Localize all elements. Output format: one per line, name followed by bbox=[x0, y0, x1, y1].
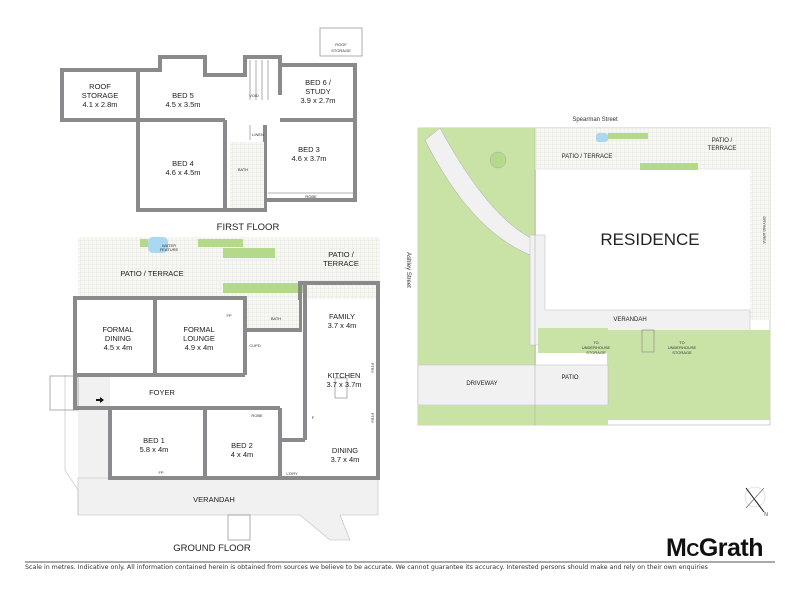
site-label: PATIO / TERRACE bbox=[562, 154, 613, 160]
site-label: STORAGE bbox=[586, 350, 606, 355]
drying-area bbox=[750, 128, 770, 320]
room-size: 4.6 x 4.5m bbox=[165, 168, 200, 177]
room-size: 4.5 x 3.5m bbox=[165, 100, 200, 109]
planter-beds bbox=[140, 239, 303, 293]
site-label: PATIO / bbox=[712, 138, 733, 144]
room-label: BED 5 bbox=[172, 91, 194, 100]
first-floor-title: FIRST FLOOR bbox=[217, 222, 280, 233]
room-label: TERRACE bbox=[323, 259, 359, 268]
room-label: CUPD bbox=[249, 343, 260, 348]
room-label: BED 2 bbox=[231, 441, 253, 450]
site-label: DRYING AREA bbox=[762, 216, 767, 244]
site-label: STORAGE bbox=[672, 350, 692, 355]
room-size: 3.9 x 2.7m bbox=[300, 96, 335, 105]
compass-icon: N bbox=[744, 486, 768, 518]
room-label: FP bbox=[158, 470, 163, 475]
room-label: BATH bbox=[271, 316, 281, 321]
room-label: ROOF bbox=[89, 82, 111, 91]
residence-label: RESIDENCE bbox=[600, 230, 699, 249]
room-label: DINING bbox=[332, 446, 358, 455]
room-label: PTRY bbox=[370, 363, 375, 374]
room-label: STORAGE bbox=[331, 48, 351, 53]
site-label: DRIVEWAY bbox=[466, 381, 497, 387]
street-name-top: Spearman Street bbox=[572, 117, 618, 123]
site-label: UNDERHOUSE bbox=[582, 345, 611, 350]
room-size: 4 x 4m bbox=[231, 450, 254, 459]
verandah-area bbox=[77, 477, 379, 541]
room-size: 4.6 x 3.7m bbox=[291, 154, 326, 163]
room-label: FORMAL bbox=[102, 325, 133, 334]
room-label: WATER bbox=[162, 243, 176, 248]
room-label: VERANDAH bbox=[193, 495, 235, 504]
room-label: BATH bbox=[238, 167, 248, 172]
first-floor-bath-tiles bbox=[230, 142, 264, 208]
residence-footprint bbox=[545, 170, 750, 310]
room-label: FAMILY bbox=[329, 312, 355, 321]
site-label: TO bbox=[679, 340, 684, 345]
ground-bath-tiles bbox=[247, 300, 299, 328]
room-label: FEATURE bbox=[160, 247, 179, 252]
room-label: ROOF bbox=[335, 42, 347, 47]
ground-floor-plan: WATER FEATURE PATIO / TERRACE PATIO / TE… bbox=[49, 237, 380, 554]
room-size: 3.7 x 4m bbox=[331, 455, 360, 464]
footer-divider bbox=[25, 561, 775, 563]
mcgrath-logo: MCGrath bbox=[666, 534, 764, 562]
room-label: BED 3 bbox=[298, 145, 320, 154]
room-label: VOID bbox=[249, 93, 259, 98]
room-label: ROBE bbox=[251, 413, 263, 418]
room-label: ROBE bbox=[305, 194, 317, 199]
site-label: TO bbox=[593, 340, 598, 345]
room-label: LOUNGE bbox=[183, 334, 215, 343]
first-floor-plan: ROOF STORAGE 4.1 x 2.8m ROOF STORAGE BED… bbox=[60, 27, 363, 233]
room-label: FORMAL bbox=[183, 325, 214, 334]
room-label: STUDY bbox=[305, 87, 330, 96]
site-label: UNDERHOUSE bbox=[668, 345, 697, 350]
room-label: LINEN bbox=[252, 132, 264, 137]
room-size: 3.7 x 4m bbox=[328, 321, 357, 330]
room-label: BED 4 bbox=[172, 159, 194, 168]
kitchen-island bbox=[334, 377, 348, 399]
entry-arrow-icon bbox=[96, 397, 104, 403]
room-size: 3.7 x 3.7m bbox=[326, 380, 361, 389]
ground-floor-title: GROUND FLOOR bbox=[173, 543, 251, 554]
room-label: KITCHEN bbox=[328, 371, 361, 380]
site-plan: Spearman Street Ashley Street RESIDENCE … bbox=[405, 117, 771, 426]
front-stairs bbox=[227, 514, 251, 541]
room-label: F bbox=[312, 415, 315, 420]
site-label: TERRACE bbox=[708, 146, 737, 152]
room-label: BED 6 / bbox=[305, 78, 332, 87]
room-label: BED 1 bbox=[143, 436, 165, 445]
room-label: PTRY bbox=[370, 413, 375, 424]
rear-lawn bbox=[607, 330, 770, 420]
compass-north-label: N bbox=[764, 512, 768, 518]
site-water-feature bbox=[596, 133, 608, 142]
room-size: 5.8 x 4m bbox=[140, 445, 169, 454]
driveway-area bbox=[417, 364, 609, 406]
room-label: FOYER bbox=[149, 388, 175, 397]
room-size: 4.5 x 4m bbox=[104, 343, 133, 352]
street-name-left: Ashley Street bbox=[405, 252, 411, 288]
site-label: PATIO bbox=[561, 375, 578, 381]
site-label: VERANDAH bbox=[613, 317, 646, 323]
side-stairs bbox=[49, 375, 79, 411]
room-label: L'DRY bbox=[286, 471, 298, 476]
room-label: STORAGE bbox=[82, 91, 119, 100]
room-label: PATIO / TERRACE bbox=[120, 269, 183, 278]
disclaimer-text: Scale in metres. Indicative only. All in… bbox=[25, 564, 708, 571]
room-size: 4.9 x 4m bbox=[185, 343, 214, 352]
room-label: FP bbox=[226, 313, 231, 318]
roof-storage-small bbox=[319, 27, 363, 57]
room-label: DINING bbox=[105, 334, 131, 343]
room-label: PATIO / bbox=[328, 250, 354, 259]
room-size: 4.1 x 2.8m bbox=[82, 100, 117, 109]
water-feature bbox=[148, 237, 168, 253]
site-stairs bbox=[641, 329, 655, 353]
